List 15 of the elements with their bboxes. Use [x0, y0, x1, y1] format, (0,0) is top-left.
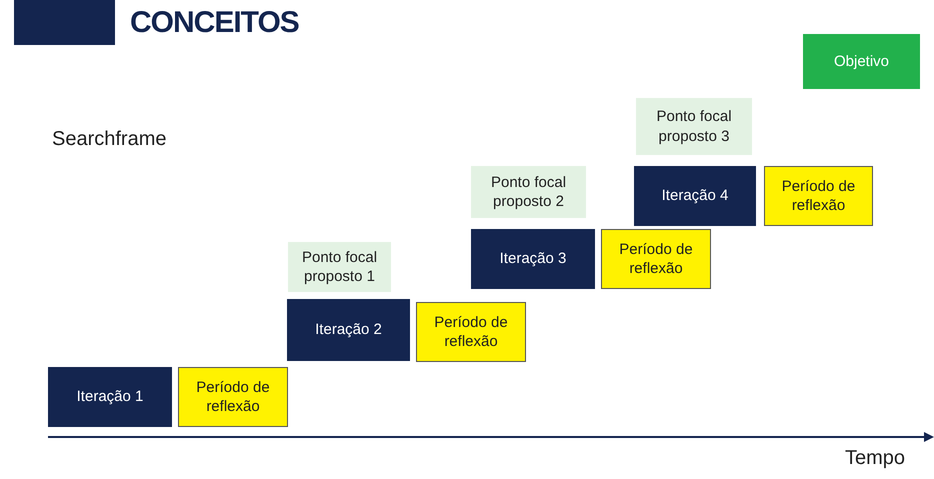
diagram-label: Searchframe	[52, 128, 166, 151]
iteration-box: Iteração 1	[48, 367, 172, 427]
reflection-box: Período de reflexão	[764, 166, 873, 226]
goal-box: Objetivo	[803, 34, 920, 89]
reflection-box: Período de reflexão	[601, 229, 711, 289]
iteration-box: Iteração 4	[634, 166, 756, 226]
focal-point-box: Ponto focal proposto 1	[288, 242, 391, 292]
reflection-box: Período de reflexão	[416, 302, 526, 362]
focal-point-box: Ponto focal proposto 3	[636, 98, 752, 155]
iteration-box: Iteração 2	[287, 299, 410, 361]
iteration-box: Iteração 3	[471, 229, 595, 289]
title: CONCEITOS	[130, 6, 299, 40]
focal-point-box: Ponto focal proposto 2	[471, 166, 586, 218]
axis-label: Tempo	[845, 447, 906, 470]
reflection-box: Período de reflexão	[178, 367, 288, 427]
